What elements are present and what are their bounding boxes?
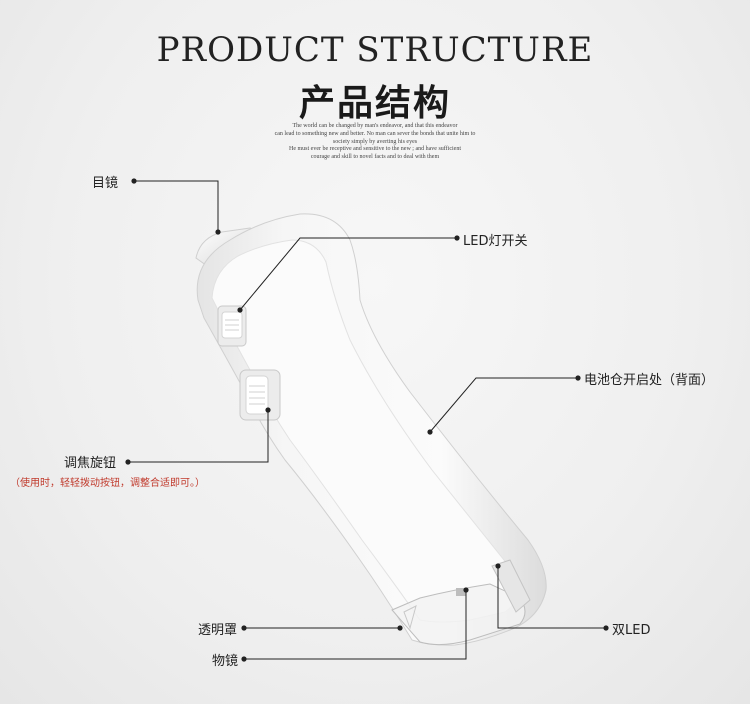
label-objective-lens: 物镜 bbox=[212, 654, 239, 669]
focus-knob[interactable] bbox=[239, 369, 281, 421]
label-transparent-cover: 透明罩 bbox=[198, 623, 238, 638]
motto-text: The world can be changed by man's endeav… bbox=[195, 123, 555, 162]
label-eyepiece: 目镜 bbox=[92, 176, 119, 191]
label-battery-compartment: 电池仓开启处（背面） bbox=[584, 373, 715, 388]
callout-dots bbox=[125, 178, 609, 662]
dual-led bbox=[456, 559, 531, 613]
led-switch[interactable] bbox=[217, 305, 247, 347]
page-subtitle: 产品结构 bbox=[298, 83, 451, 124]
motto-line: can lead to something new and better. No… bbox=[274, 130, 476, 137]
motto-line: society simply by averting his eyes bbox=[332, 138, 418, 145]
label-focus-knob: 调焦旋钮 bbox=[64, 456, 117, 471]
motto-line: He must ever be receptive and sensitive … bbox=[289, 146, 461, 153]
motto-line: The world can be changed by man's endeav… bbox=[292, 123, 458, 129]
label-led-switch: LED灯开关 bbox=[463, 234, 528, 249]
motto-line: courage and skill to novel facts and to … bbox=[310, 154, 440, 161]
focus-knob-note: （使用时，轻轻拨动按钮，调整合适即可。） bbox=[10, 478, 205, 489]
callout-lines bbox=[128, 180, 606, 660]
label-dual-led: 双LED bbox=[612, 623, 651, 638]
page-title: PRODUCT STRUCTURE bbox=[156, 30, 594, 70]
transparent-cover bbox=[391, 583, 526, 646]
